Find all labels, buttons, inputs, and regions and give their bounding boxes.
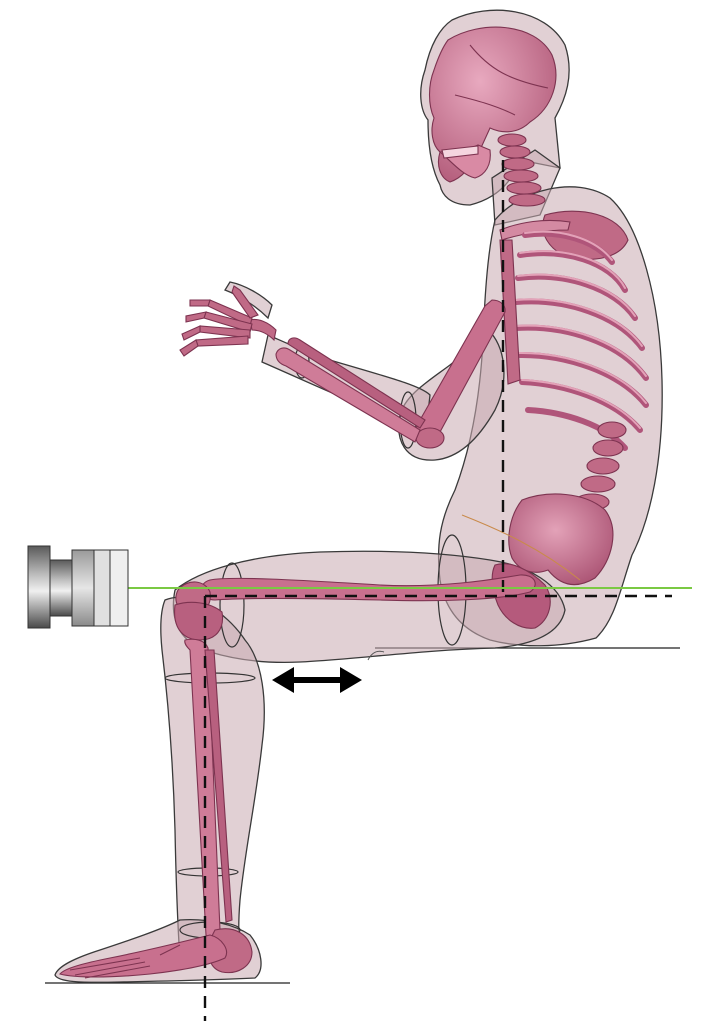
cylindrical-impactor-icon (28, 546, 128, 628)
arrow-head-right (340, 667, 362, 693)
arrow-head-left (272, 667, 294, 693)
impactor-face-2 (94, 550, 110, 626)
impactor-back-plate (28, 546, 50, 628)
arrow-shaft (288, 677, 344, 683)
elbow-joint (416, 428, 444, 448)
impactor-face-1 (72, 550, 94, 626)
double-headed-arrow-icon (272, 667, 362, 693)
impactor-face-3 (110, 550, 128, 626)
impactor-neck (50, 560, 72, 616)
